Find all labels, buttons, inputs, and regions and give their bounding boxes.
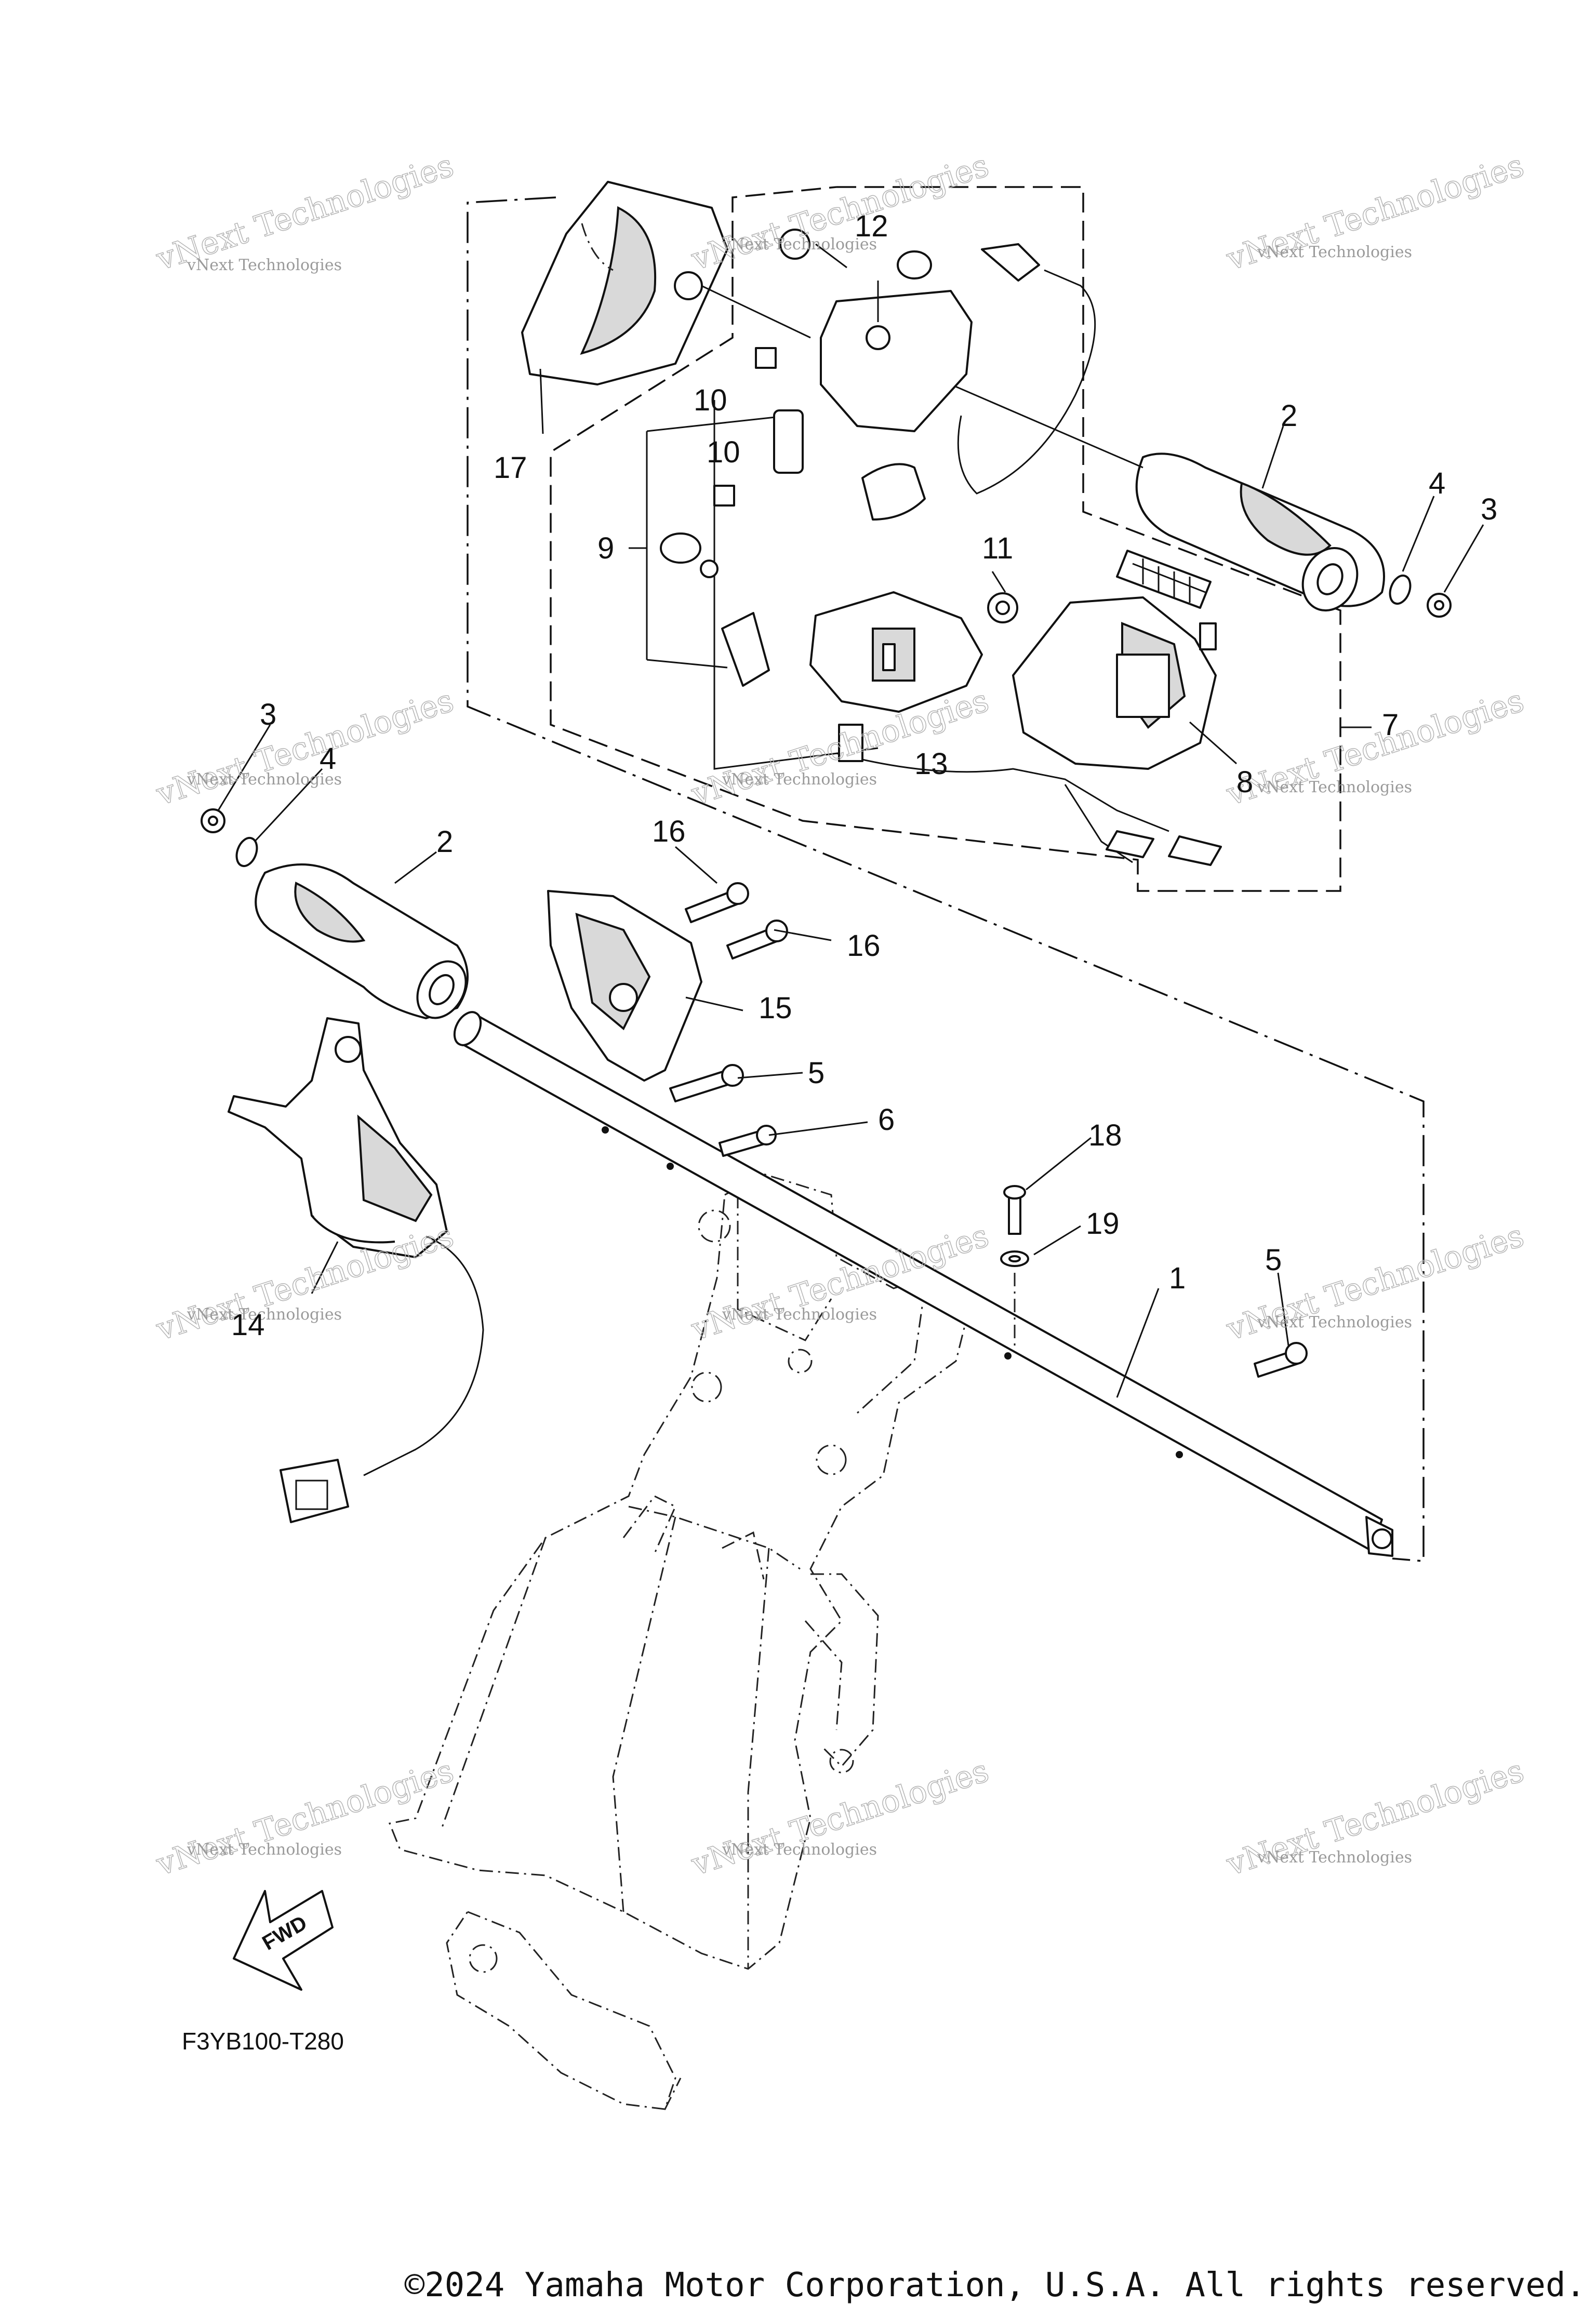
copyright-notice: ©2024 Yamaha Motor Corporation, U.S.A. A… — [405, 2266, 1586, 2304]
watermark-i1: vNext Technologies — [1257, 1313, 1412, 1331]
grip-left — [255, 863, 469, 1019]
fwd-arrow: FWD — [233, 1890, 334, 1991]
diagram-code: F3YB100-T280 — [182, 2028, 344, 2055]
callout-7: 7 — [1382, 708, 1399, 742]
watermark-a1: vNext Technologies — [187, 256, 342, 274]
watermark-e1: vNext Technologies — [722, 770, 877, 789]
watermark-d2: vNext Technologies — [152, 683, 458, 813]
callout-8: 8 — [1236, 765, 1253, 799]
watermark-h1: vNext Technologies — [722, 1306, 877, 1324]
callout-5-left: 5 — [808, 1056, 824, 1090]
callout-1: 1 — [1169, 1261, 1186, 1295]
callout-19: 19 — [1086, 1207, 1120, 1241]
callout-4-left: 4 — [320, 742, 336, 776]
callout-17: 17 — [494, 451, 527, 485]
leader-lines — [217, 243, 1484, 1398]
callout-13: 13 — [914, 747, 948, 781]
switch-assembly — [521, 181, 1222, 866]
handlebar — [453, 1011, 1393, 1557]
watermark-d1: vNext Technologies — [187, 770, 342, 789]
assembly-boundaries — [467, 186, 1425, 1562]
watermark-g1: vNext Technologies — [187, 1306, 342, 1324]
switch-housing-cover — [547, 890, 702, 1082]
callout-14: 14 — [231, 1308, 265, 1342]
callout-15: 15 — [759, 991, 792, 1025]
callout-2-right: 2 — [1281, 399, 1297, 433]
watermark-l1: vNext Technologies — [1257, 1848, 1412, 1867]
callout-11: 11 — [982, 531, 1013, 565]
callout-10-upper: 10 — [694, 383, 727, 417]
callout-numbers: 1 2 2 3 3 4 4 5 5 6 7 8 9 10 10 11 12 13… — [231, 209, 1497, 1342]
callout-6: 6 — [878, 1103, 895, 1137]
grip-right — [950, 383, 1385, 612]
callout-2-left: 2 — [436, 825, 453, 859]
watermark-g2: vNext Technologies — [152, 1218, 458, 1348]
callout-3-right: 3 — [1481, 492, 1497, 526]
callout-18: 18 — [1088, 1118, 1122, 1152]
callout-10-lower: 10 — [707, 435, 740, 469]
callout-3-left: 3 — [260, 698, 276, 731]
callout-16-lower: 16 — [847, 929, 881, 963]
watermark-j2: vNext Technologies — [152, 1753, 458, 1883]
watermark-c1: vNext Technologies — [1257, 243, 1412, 261]
callout-5-right: 5 — [1265, 1243, 1282, 1277]
callout-9: 9 — [597, 531, 614, 565]
steering-column-ghost — [388, 1173, 981, 2110]
watermark-k1: vNext Technologies — [722, 1841, 877, 1859]
callout-4-right: 4 — [1429, 467, 1445, 500]
watermark-j1: vNext Technologies — [187, 1841, 342, 1859]
washers-and-caps — [201, 574, 1452, 868]
callout-12: 12 — [855, 209, 888, 243]
callout-16-upper: 16 — [652, 815, 686, 848]
throttle-lever — [228, 1017, 484, 1523]
watermark-b1: vNext Technologies — [722, 235, 877, 254]
watermark-f1: vNext Technologies — [1257, 778, 1412, 796]
